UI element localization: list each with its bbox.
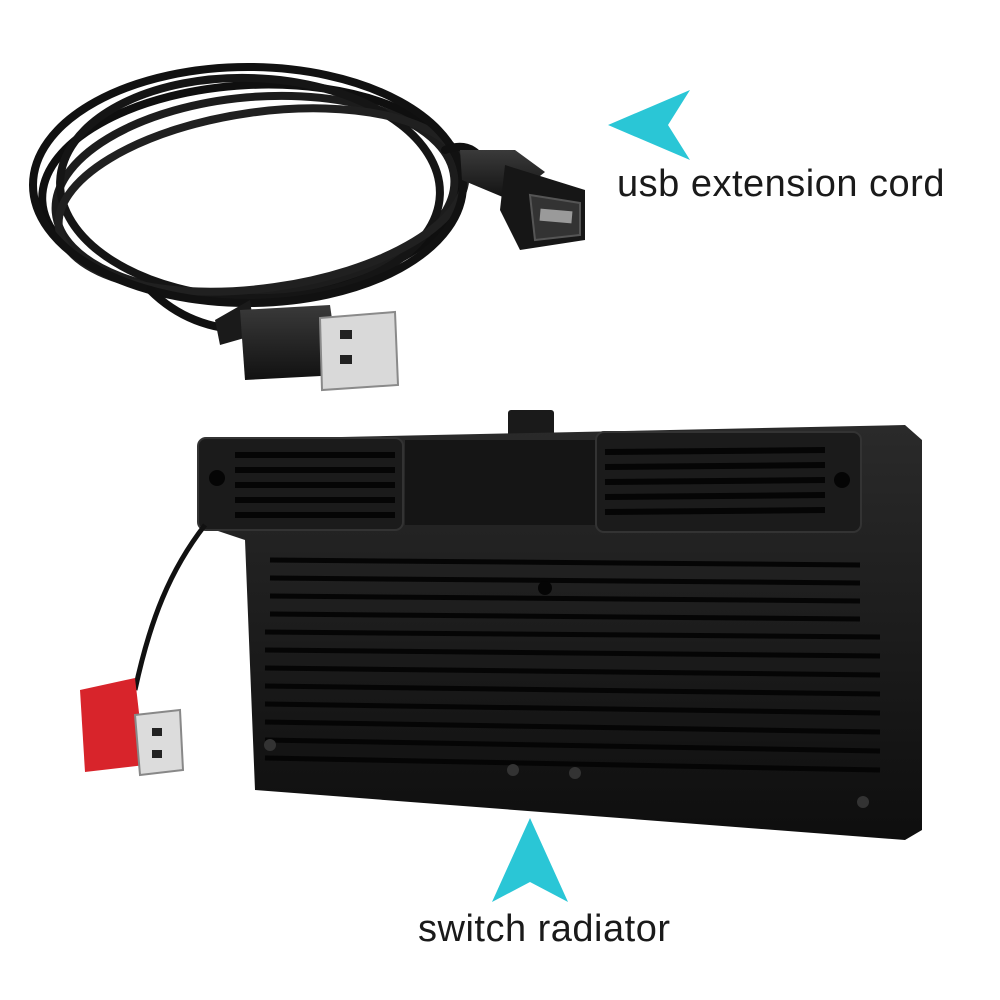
radiator-usb-plug bbox=[80, 523, 207, 777]
usb-female-connector bbox=[460, 150, 585, 250]
arrow-up-icon bbox=[492, 818, 568, 902]
switch-radiator bbox=[197, 410, 922, 840]
radiator-label: switch radiator bbox=[418, 908, 671, 950]
arrow-pointer-icon bbox=[608, 90, 690, 160]
usb-extension-cord bbox=[29, 63, 494, 334]
cord-label: usb extension cord bbox=[617, 163, 945, 205]
usb-male-connector bbox=[215, 300, 400, 392]
